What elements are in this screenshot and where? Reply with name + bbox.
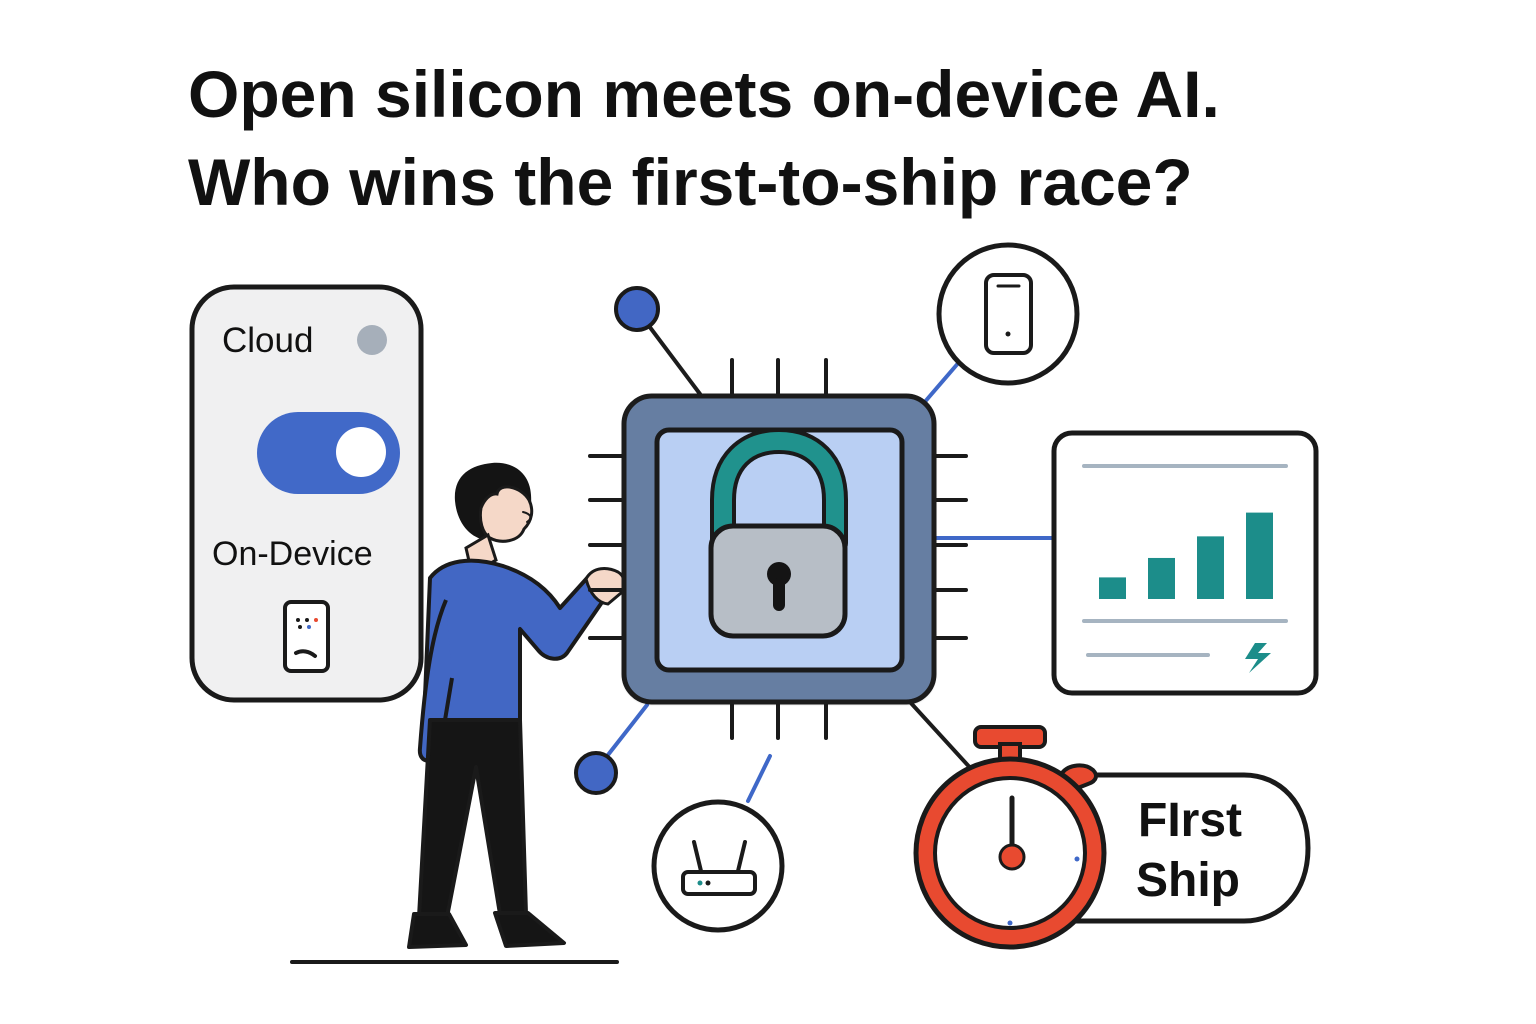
title-line-1: Open silicon meets on-device AI.: [188, 57, 1220, 131]
network-node-bottom-left: [574, 751, 618, 795]
lightning-icon: [1245, 643, 1271, 673]
title-line-2: Who wins the first-to-ship race?: [188, 145, 1193, 219]
first-ship-line-1: FIrst: [1138, 794, 1242, 847]
bar-chart-icon: [1099, 512, 1273, 599]
lock-icon: [708, 427, 848, 639]
phone-icon: [984, 273, 1033, 355]
connector-timer: [908, 700, 976, 774]
device-icon: [283, 600, 330, 673]
connector-phone: [921, 359, 962, 406]
router-node: [651, 799, 785, 933]
mode-panel: Cloud On-Device: [189, 284, 424, 703]
mode-toggle[interactable]: [257, 412, 400, 494]
chart-bar: [1099, 577, 1126, 599]
first-ship-line-2: Ship: [1136, 854, 1240, 907]
chart-bar: [1148, 557, 1175, 599]
connector-router: [746, 754, 772, 803]
connector-bottom-left: [602, 703, 649, 762]
analytics-card: [1051, 430, 1319, 696]
page-title: Open silicon meets on-device AI. Who win…: [188, 50, 1368, 226]
cloud-label: Cloud: [222, 321, 313, 360]
stopwatch-icon: [913, 725, 1107, 950]
phone-node: [936, 242, 1080, 386]
timer-group: FIrst Ship: [913, 725, 1311, 950]
person-illustration: [290, 462, 626, 964]
network-node-top-left: [614, 286, 660, 332]
on-device-label: On-Device: [212, 535, 373, 573]
cloud-status-dot: [357, 325, 387, 355]
router-icon: [681, 840, 757, 896]
chart-bar: [1246, 512, 1273, 599]
chart-bar: [1197, 536, 1224, 599]
